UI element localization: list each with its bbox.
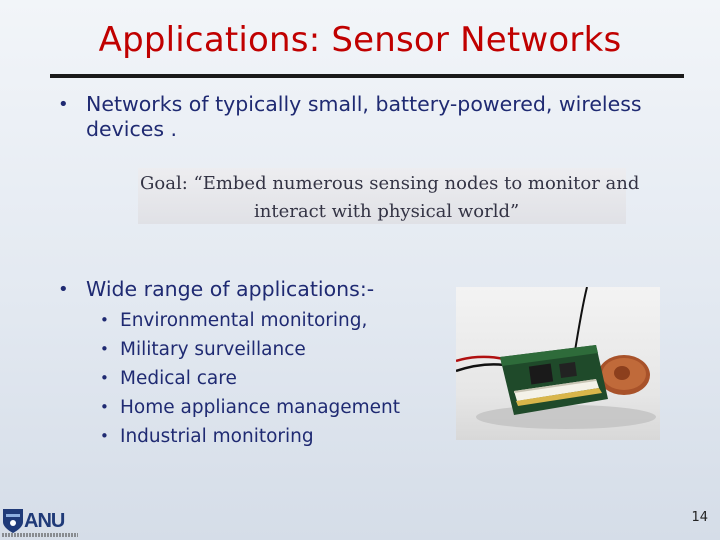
list-item-text: Industrial monitoring — [120, 426, 314, 447]
sub-bullet-marker: • — [100, 369, 109, 387]
title-divider — [50, 74, 684, 78]
list-item-text: Medical care — [120, 368, 237, 389]
logo-subtitle-lettering — [2, 533, 78, 537]
page-number: 14 — [691, 510, 708, 525]
sensor-node-photo — [456, 287, 660, 440]
list-item: • Medical care — [100, 364, 440, 393]
sub-bullet-marker: • — [100, 398, 109, 416]
anu-wordmark: ANU — [24, 510, 65, 532]
slide-title: Applications: Sensor Networks — [98, 20, 622, 60]
list-item-text: Environmental monitoring, — [120, 310, 368, 331]
bullet-text: Wide range of applications:- — [86, 277, 375, 301]
goal-quote-image: Goal: “Embed numerous sensing nodes to m… — [138, 168, 639, 224]
list-item-text: Military surveillance — [120, 339, 306, 360]
bullet-line: Networks of typically small, battery-pow… — [86, 92, 642, 116]
bullet-text: Networks of typically small, battery-pow… — [86, 92, 642, 142]
list-item-text: Home appliance management — [120, 397, 401, 418]
sub-bullet-marker: • — [100, 311, 109, 329]
applications-list: • Environmental monitoring, • Military sur… — [100, 306, 440, 451]
bullet-applications: • Wide range of applications:- — [58, 277, 458, 305]
list-item: • Home appliance management — [100, 393, 440, 422]
bullet-marker: • — [58, 279, 69, 300]
crest-icon — [3, 509, 23, 533]
list-item: • Industrial monitoring — [100, 422, 440, 451]
bullet-marker: • — [58, 94, 69, 115]
anu-logo: ANU — [0, 506, 78, 540]
sub-bullet-marker: • — [100, 340, 109, 358]
goal-line-1: Goal: “Embed numerous sensing nodes to m… — [140, 173, 640, 194]
list-item: • Military surveillance — [100, 335, 440, 364]
list-item: • Environmental monitoring, — [100, 306, 440, 335]
sensor-node-illustration — [456, 287, 656, 429]
bullet-networks: • Networks of typically small, battery-p… — [58, 92, 698, 144]
sub-bullet-marker: • — [100, 427, 109, 445]
bullet-line: devices . — [86, 117, 178, 141]
goal-line-2: interact with physical world” — [254, 201, 520, 222]
